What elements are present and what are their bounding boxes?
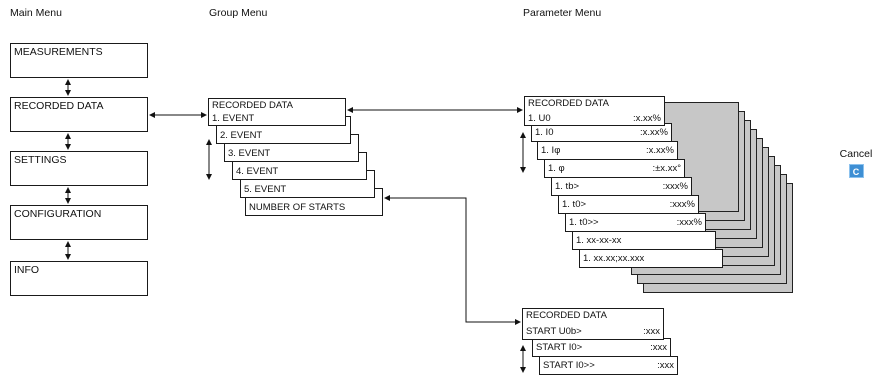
cancel-key-button[interactable]: C: [848, 164, 864, 178]
cancel-control[interactable]: Cancel C: [836, 148, 876, 180]
main-menu-info[interactable]: INFO: [10, 261, 148, 296]
starts-label: START U0b>: [526, 326, 582, 337]
main-menu-header: Main Menu: [10, 7, 62, 19]
parameter-menu-title: RECORDED DATA: [528, 98, 609, 109]
parameter-menu-header: Parameter Menu: [523, 7, 602, 19]
group-item-label: 3. EVENT: [228, 148, 271, 159]
main-menu-configuration[interactable]: CONFIGURATION: [10, 205, 148, 240]
starts-menu-title: RECORDED DATA: [526, 310, 607, 321]
main-menu-recorded-data[interactable]: RECORDED DATA: [10, 97, 148, 132]
starts-label: START I0>: [536, 342, 583, 353]
group-item-label: 2. EVENT: [220, 130, 263, 141]
param-row-2[interactable]: 1. I0 :x.xx%: [531, 123, 672, 142]
group-menu-top-box[interactable]: RECORDED DATA 1. EVENT: [208, 98, 346, 126]
param-value: :±x.xx°: [652, 163, 681, 174]
group-menu-header: Group Menu: [209, 7, 268, 19]
main-menu-measurements[interactable]: MEASUREMENTS: [10, 43, 148, 78]
starts-value: :xxx: [643, 326, 660, 337]
starts-value: :xxx: [657, 360, 674, 371]
group-item-label: 5. EVENT: [244, 184, 287, 195]
main-menu-settings[interactable]: SETTINGS: [10, 151, 148, 186]
param-label: 1. tb>: [555, 181, 580, 192]
group-menu-title: RECORDED DATA: [212, 100, 293, 111]
arrow-starts-link: [384, 195, 521, 325]
param-label: 1. φ: [548, 163, 565, 174]
param-value: :xxx%: [662, 181, 688, 192]
param-label: 1. xx.xx;xx.xxx: [583, 253, 645, 264]
param-label: 1. t0>: [562, 199, 587, 210]
param-label: 1. Iφ: [541, 145, 561, 156]
starts-menu-top-box[interactable]: RECORDED DATA START U0b> :xxx: [522, 308, 664, 340]
param-label: 1. t0>>: [569, 217, 599, 228]
param-label: 1. xx-xx-xx: [576, 235, 622, 246]
group-item-label: 4. EVENT: [236, 166, 279, 177]
param-value: :x.xx%: [640, 127, 668, 138]
group-item-1-event[interactable]: 1. EVENT: [212, 113, 255, 124]
cancel-label: Cancel: [839, 148, 873, 160]
param-value: :x.xx%: [633, 113, 661, 124]
param-row-4[interactable]: 1. φ :±x.xx°: [544, 159, 685, 178]
param-value: :xxx%: [669, 199, 695, 210]
parameter-menu-top-box[interactable]: RECORDED DATA 1. U0 :x.xx%: [524, 96, 665, 126]
param-value: :xxx%: [676, 217, 702, 228]
param-label: 1. I0: [535, 127, 554, 138]
starts-label: START I0>>: [543, 360, 595, 371]
param-label: 1. U0: [528, 113, 551, 124]
param-value: :x.xx%: [646, 145, 674, 156]
group-item-label: NUMBER OF STARTS: [249, 202, 346, 213]
starts-value: :xxx: [650, 342, 667, 353]
